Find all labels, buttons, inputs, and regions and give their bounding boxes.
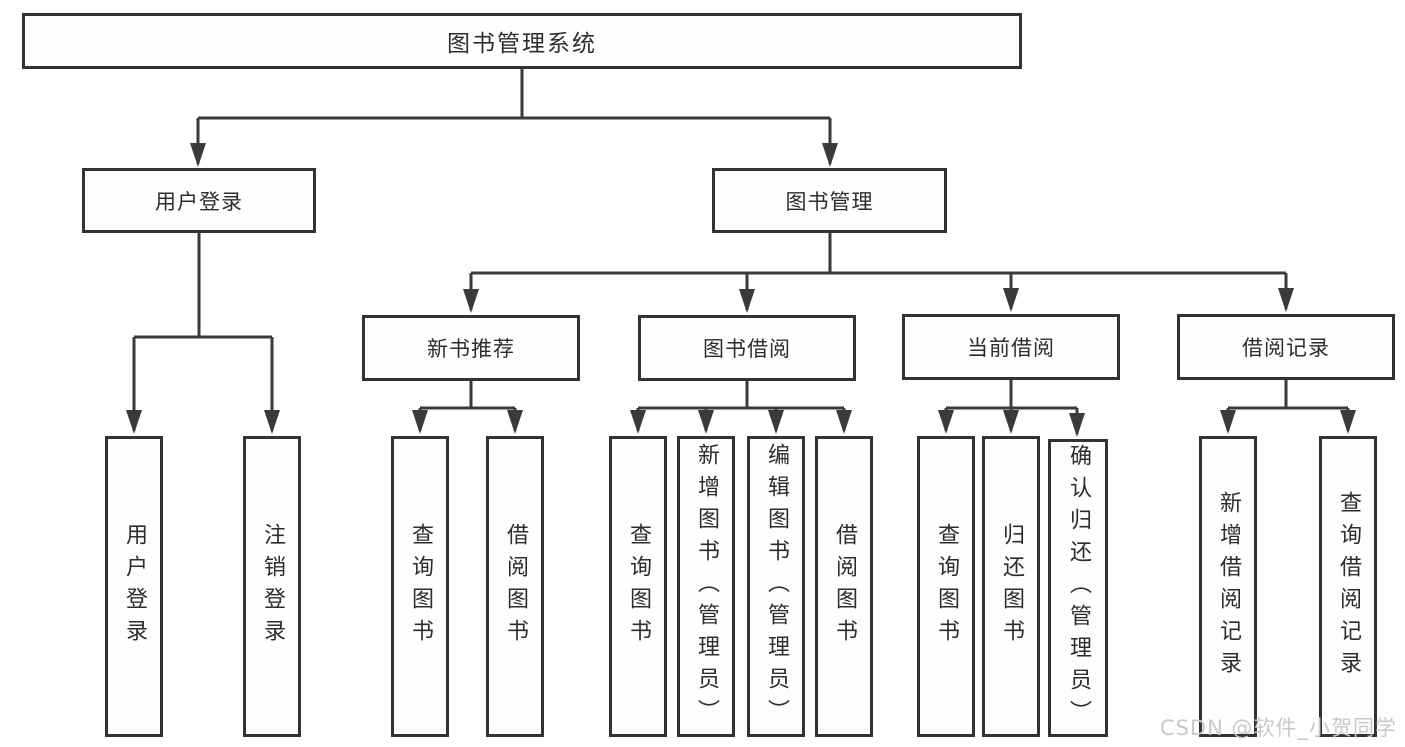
node-logout-leaf: 注销登录: [243, 436, 301, 737]
node-new-book-recommend-label: 新书推荐: [427, 337, 515, 361]
node-root: 图书管理系统: [22, 13, 1022, 69]
node-book-management-label: 图书管理: [785, 189, 874, 214]
node-logout-leaf-label: 注销登录: [260, 522, 285, 651]
node-current-borrowing: 当前借阅: [902, 314, 1120, 380]
node-bb-add-books-admin-label: 新增图书（管理员）: [694, 442, 719, 731]
node-user-login: 用户登录: [82, 168, 316, 233]
node-nb-borrow-books-label: 借阅图书: [503, 522, 528, 651]
node-borrowing-records: 借阅记录: [1177, 314, 1395, 380]
node-cb-return-books: 归还图书: [982, 436, 1040, 737]
node-bb-query-books-label: 查询图书: [626, 522, 651, 651]
node-bb-edit-books-admin-label: 编辑图书（管理员）: [764, 442, 789, 731]
node-br-add-record: 新增借阅记录: [1199, 436, 1257, 737]
node-book-borrowing: 图书借阅: [638, 315, 856, 381]
node-user-login-leaf: 用户登录: [105, 436, 163, 737]
node-user-login-leaf-label: 用户登录: [122, 522, 147, 651]
node-cb-confirm-return-admin-label: 确认归还（管理员）: [1066, 444, 1091, 732]
node-br-add-record-label: 新增借阅记录: [1216, 490, 1241, 683]
csdn-watermark: CSDN @软件_小贺同学: [1159, 716, 1397, 740]
node-bb-borrow-books-label: 借阅图书: [832, 522, 857, 651]
node-nb-query-books-label: 查询图书: [408, 522, 433, 651]
node-bb-add-books-admin: 新增图书（管理员）: [677, 436, 735, 737]
node-current-borrowing-label: 当前借阅: [967, 336, 1055, 360]
node-cb-query-books: 查询图书: [917, 436, 975, 737]
node-br-query-record-label: 查询借阅记录: [1336, 490, 1361, 683]
node-borrowing-records-label: 借阅记录: [1242, 336, 1330, 360]
node-user-login-label: 用户登录: [155, 189, 243, 214]
node-new-book-recommend: 新书推荐: [362, 315, 580, 381]
node-nb-query-books: 查询图书: [391, 436, 449, 737]
node-bb-borrow-books: 借阅图书: [815, 436, 873, 737]
node-br-query-record: 查询借阅记录: [1319, 436, 1377, 737]
node-book-borrowing-label: 图书借阅: [703, 337, 791, 361]
node-book-management: 图书管理: [712, 168, 947, 233]
node-bb-edit-books-admin: 编辑图书（管理员）: [747, 436, 805, 737]
node-bb-query-books: 查询图书: [609, 436, 667, 737]
node-cb-query-books-label: 查询图书: [934, 522, 959, 651]
node-cb-return-books-label: 归还图书: [999, 522, 1024, 651]
node-nb-borrow-books: 借阅图书: [486, 436, 544, 737]
node-cb-confirm-return-admin: 确认归还（管理员）: [1048, 439, 1108, 737]
node-root-label: 图书管理系统: [447, 31, 597, 57]
